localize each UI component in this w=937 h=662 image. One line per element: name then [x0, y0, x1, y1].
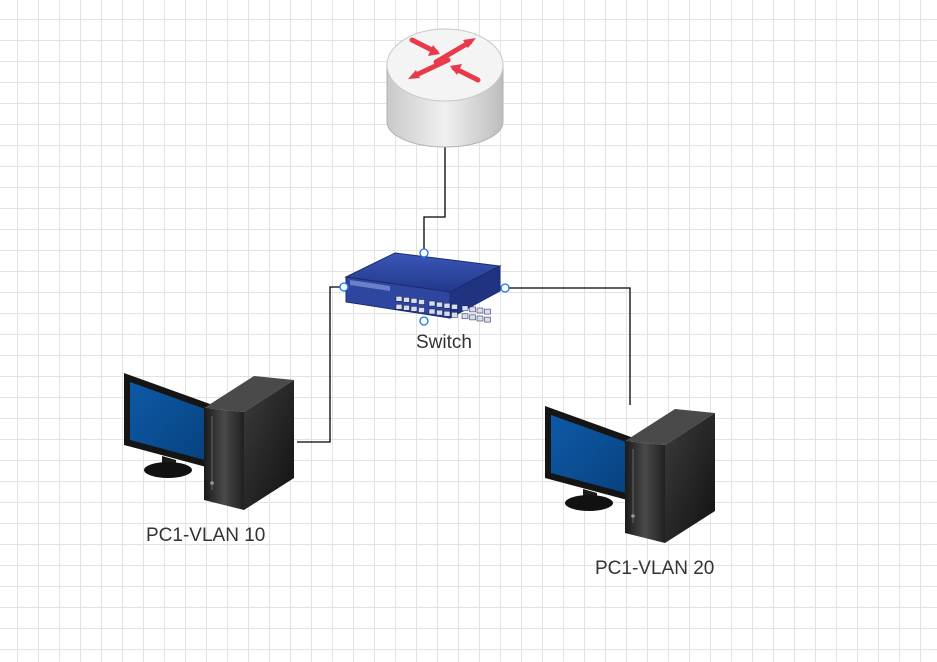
switch-port	[395, 304, 403, 310]
edge-switch-pc2[interactable]	[505, 287, 631, 405]
switch-port	[436, 301, 443, 308]
switch-port	[461, 305, 469, 312]
switch-label[interactable]: Switch	[416, 332, 472, 353]
switch-port	[451, 304, 458, 310]
switch-handle-left[interactable]	[339, 282, 349, 292]
switch-port	[428, 300, 436, 307]
switch-port	[395, 296, 403, 302]
switch-port	[443, 310, 451, 317]
switch-node[interactable]	[339, 248, 510, 326]
switch-port	[418, 307, 425, 313]
switch-port	[443, 302, 451, 309]
switch-port	[484, 308, 491, 315]
switch-handle-bottom[interactable]	[419, 316, 429, 326]
switch-port	[403, 297, 410, 303]
switch-port	[403, 305, 410, 311]
pc1-label[interactable]: PC1-VLAN 10	[146, 525, 266, 546]
connectors	[297, 147, 631, 443]
desktop-pc-icon	[124, 373, 294, 510]
switch-port	[436, 309, 443, 316]
switch-handle-top[interactable]	[419, 248, 429, 258]
switch-port	[469, 306, 476, 313]
switch-port	[451, 312, 458, 318]
switch-port	[476, 315, 484, 322]
switch-port	[469, 314, 476, 321]
switch-handle-right[interactable]	[500, 283, 510, 293]
network-switch-icon	[344, 252, 502, 323]
pc1-node[interactable]	[124, 373, 294, 510]
desktop-pc-icon	[545, 406, 715, 543]
pc2-label[interactable]: PC1-VLAN 20	[595, 558, 715, 579]
pc2-node[interactable]	[545, 406, 715, 543]
switch-port	[410, 298, 418, 304]
switch-port	[418, 299, 425, 305]
router-node[interactable]	[386, 28, 504, 148]
switch-port	[484, 316, 491, 323]
switch-port	[461, 313, 469, 320]
switch-port	[428, 308, 436, 315]
edge-router-switch[interactable]	[423, 147, 446, 253]
edge-switch-pc1[interactable]	[297, 286, 344, 443]
router-icon	[386, 28, 504, 148]
switch-port	[410, 306, 418, 312]
switch-port	[476, 307, 484, 314]
